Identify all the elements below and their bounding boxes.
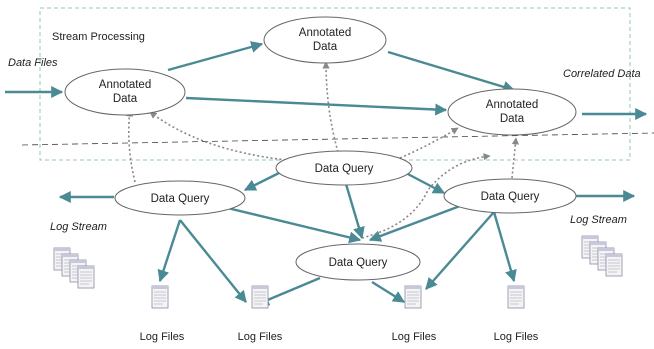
- log-stream-label-left: Log Stream: [50, 221, 107, 233]
- separator-line: [21, 132, 654, 146]
- dotted-query-to-left: [149, 111, 287, 161]
- arrow-left-to-top: [167, 41, 264, 72]
- arrow-center-to-right: [403, 170, 446, 195]
- arrow-left-to-right: [185, 96, 448, 116]
- log-files-label-1: Log Files: [140, 331, 185, 343]
- node-label-line1: Annotated: [99, 79, 151, 91]
- arrow-right-to-logfile-4: [492, 211, 517, 283]
- log-file-doc-icon-1: [151, 285, 169, 309]
- annotated-data-node-left: Annotated Data: [64, 68, 186, 116]
- arrow-left-to-logfile-1: [157, 219, 182, 283]
- log-file-doc-icon-3: [404, 285, 422, 309]
- annotated-data-node-right: Annotated Data: [447, 88, 577, 136]
- log-files-label-3: Log Files: [392, 331, 437, 343]
- dotted-query-to-top: [322, 61, 339, 153]
- arrow-top-to-right: [387, 50, 516, 93]
- node-label-line1: Annotated: [486, 99, 538, 111]
- arrow-center-to-bottom: [344, 183, 365, 240]
- node-label: Data Query: [151, 193, 210, 205]
- correlated-data-label: Correlated Data: [563, 68, 641, 80]
- node-label-line2: Data: [113, 93, 138, 105]
- data-files-label: Data Files: [8, 57, 58, 69]
- arrow-right-to-bottom: [368, 204, 461, 242]
- node-label: Data Query: [315, 163, 374, 175]
- log-files-label-2: Log Files: [238, 331, 283, 343]
- dotted-left-query-to-left-data: [125, 109, 136, 183]
- arrow-right-to-logfile-3: [425, 211, 495, 290]
- log-files-label-4: Log Files: [494, 331, 539, 343]
- data-query-node-center: Data Query: [275, 150, 413, 186]
- node-label: Data Query: [481, 191, 540, 203]
- log-stream-label-right: Log Stream: [570, 214, 627, 226]
- annotated-data-node-top: Annotated Data: [263, 16, 387, 64]
- log-stream-docs-left: [53, 247, 95, 289]
- dotted-right-query-to-right-data: [511, 137, 519, 179]
- node-label-line2: Data: [313, 41, 338, 53]
- data-query-node-left: Data Query: [114, 180, 246, 216]
- data-query-node-right: Data Query: [443, 178, 577, 214]
- stream-processing-label: Stream Processing: [52, 31, 145, 43]
- data-flow-arrows: [5, 41, 648, 306]
- log-file-doc-icon-2: [251, 285, 269, 309]
- log-stream-docs-right: [581, 235, 623, 277]
- node-label: Data Query: [329, 257, 388, 269]
- arrow-bottom-to-logfile-3: [371, 280, 406, 304]
- arrow-left-to-bottom: [214, 203, 362, 244]
- arrow-center-to-left: [243, 168, 286, 192]
- node-label-line2: Data: [500, 113, 525, 125]
- dotted-bottom-to-right-data: [361, 153, 491, 239]
- log-file-doc-icon-4: [507, 285, 525, 309]
- dotted-query-to-right: [399, 127, 459, 159]
- data-query-node-bottom: Data Query: [295, 243, 421, 281]
- node-label-line1: Annotated: [299, 27, 351, 39]
- arrow-left-to-logfile-2: [179, 219, 247, 303]
- query-arrows: [125, 61, 519, 239]
